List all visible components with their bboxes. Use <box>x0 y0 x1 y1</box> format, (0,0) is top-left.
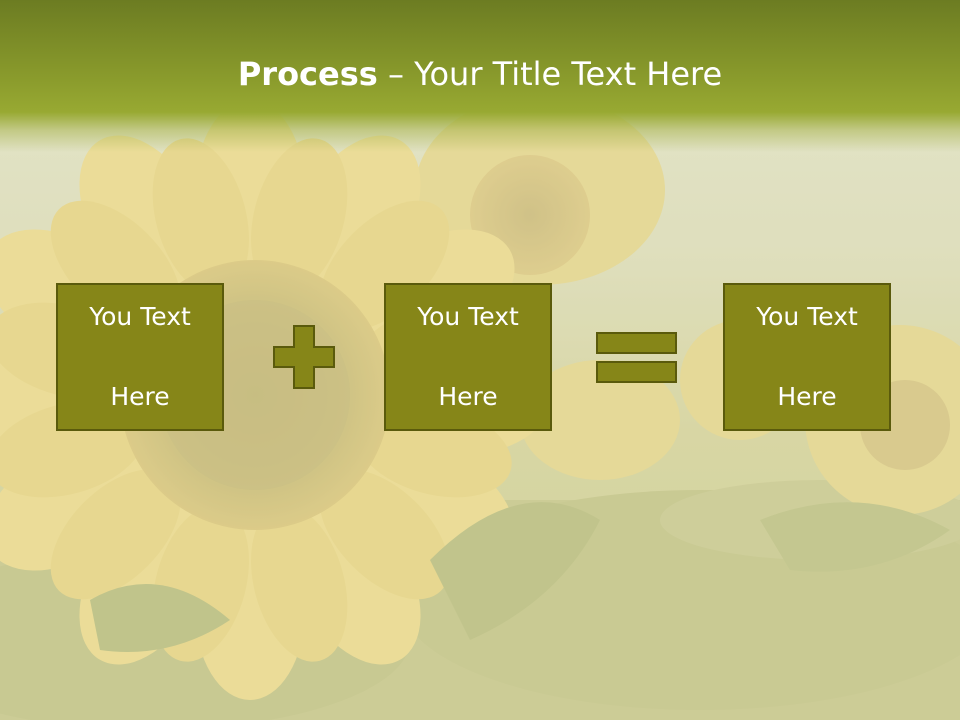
title-bar-fade <box>0 112 960 152</box>
slide-title: Process – Your Title Text Here <box>0 52 960 96</box>
equals-icon <box>596 332 678 389</box>
process-step-1-line1: You Text <box>89 302 191 331</box>
slide-title-bold: Process <box>237 55 378 93</box>
process-step-3-line2: Here <box>777 382 837 411</box>
process-step-3-line1: You Text <box>756 302 858 331</box>
process-step-2-line2: Here <box>438 382 498 411</box>
title-bar <box>0 0 960 112</box>
process-step-1-line2: Here <box>110 382 170 411</box>
plus-icon <box>273 325 335 394</box>
slide-title-rest: – Your Title Text Here <box>377 55 723 93</box>
process-step-2-line1: You Text <box>417 302 519 331</box>
